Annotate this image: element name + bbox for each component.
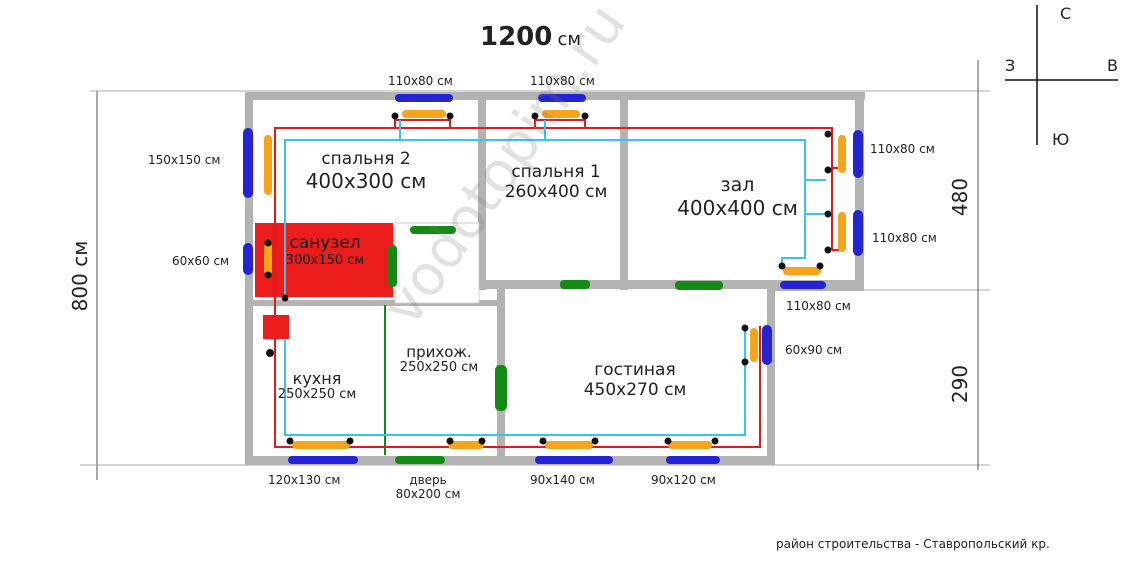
room-name: кухня: [292, 369, 342, 388]
window-label-left-bath: 60х60 см: [172, 254, 230, 268]
window-label-right-middle: 110х80 см: [872, 231, 937, 245]
room-bathroom: санузел 300х150 см: [280, 233, 370, 268]
room-size: 260х400 см: [504, 181, 608, 202]
compass-west: З: [1005, 56, 1016, 75]
window-label-bottom-living-right: 90х120 см: [651, 473, 716, 487]
room-entrance: прихож. 250х250 см: [394, 343, 484, 376]
overall-width-label: 1200 см: [480, 22, 581, 52]
room-name: зал: [720, 174, 755, 196]
room-size: 400х300 см: [305, 168, 427, 193]
door-label-line1: дверь: [409, 473, 447, 487]
door-label-line2: 80х200 см: [395, 487, 461, 501]
windows: [243, 94, 863, 464]
footer-note: район строительства - Ставропольский кр.: [776, 537, 1050, 551]
room-size: 400х400 см: [677, 195, 798, 220]
room-name: спальня 2: [321, 149, 411, 169]
boiler: [263, 315, 289, 339]
return-pipe: [284, 120, 826, 436]
radiators: [264, 110, 846, 449]
room-size: 250х250 см: [399, 360, 479, 376]
window-label-right-upper: 110х80 см: [870, 142, 935, 156]
width-value: 1200: [480, 22, 553, 52]
window-label-bottom-kitchen: 120х130 см: [268, 473, 341, 487]
room-hall: зал 400х400 см: [665, 174, 810, 220]
room-name: прихож.: [406, 343, 472, 361]
corridor: [394, 222, 480, 304]
width-unit: см: [557, 29, 581, 50]
compass-south: Ю: [1052, 130, 1070, 149]
room-name: гостиная: [594, 360, 676, 380]
room-bedroom1: спальня 1 260х400 см: [496, 162, 616, 202]
window-label-top-right: 110х80 см: [530, 74, 595, 88]
room-name: санузел: [289, 233, 361, 253]
bathroom-fill: [255, 223, 393, 297]
window-label-bottom-living-left: 90х140 см: [530, 473, 595, 487]
room-living: гостиная 450х270 см: [570, 360, 700, 400]
compass-east: В: [1107, 56, 1118, 75]
room-bedroom2: спальня 2 400х300 см: [296, 149, 436, 193]
right-lower-dimension: 290: [948, 364, 972, 404]
right-upper-dimension: 480: [948, 177, 972, 217]
compass-cross: [1005, 5, 1118, 145]
valves: [264, 112, 832, 445]
window-label-right-corner: 110х80 см: [786, 299, 851, 313]
window-label-left-bedroom: 150х150 см: [148, 153, 221, 167]
doors: [388, 226, 723, 464]
room-size: 250х250 см: [277, 387, 357, 403]
window-label-top-left: 110х80 см: [388, 74, 453, 88]
window-label-right-living: 60х90 см: [785, 343, 843, 357]
room-kitchen: кухня 250х250 см: [272, 369, 362, 403]
room-size: 450х270 см: [583, 379, 687, 400]
room-size: 300х150 см: [285, 252, 365, 268]
door-label: дверь 80х200 см: [392, 473, 464, 501]
compass-north: С: [1060, 4, 1072, 23]
overall-height-label: 800 см: [68, 240, 92, 312]
room-name: спальня 1: [511, 162, 601, 182]
